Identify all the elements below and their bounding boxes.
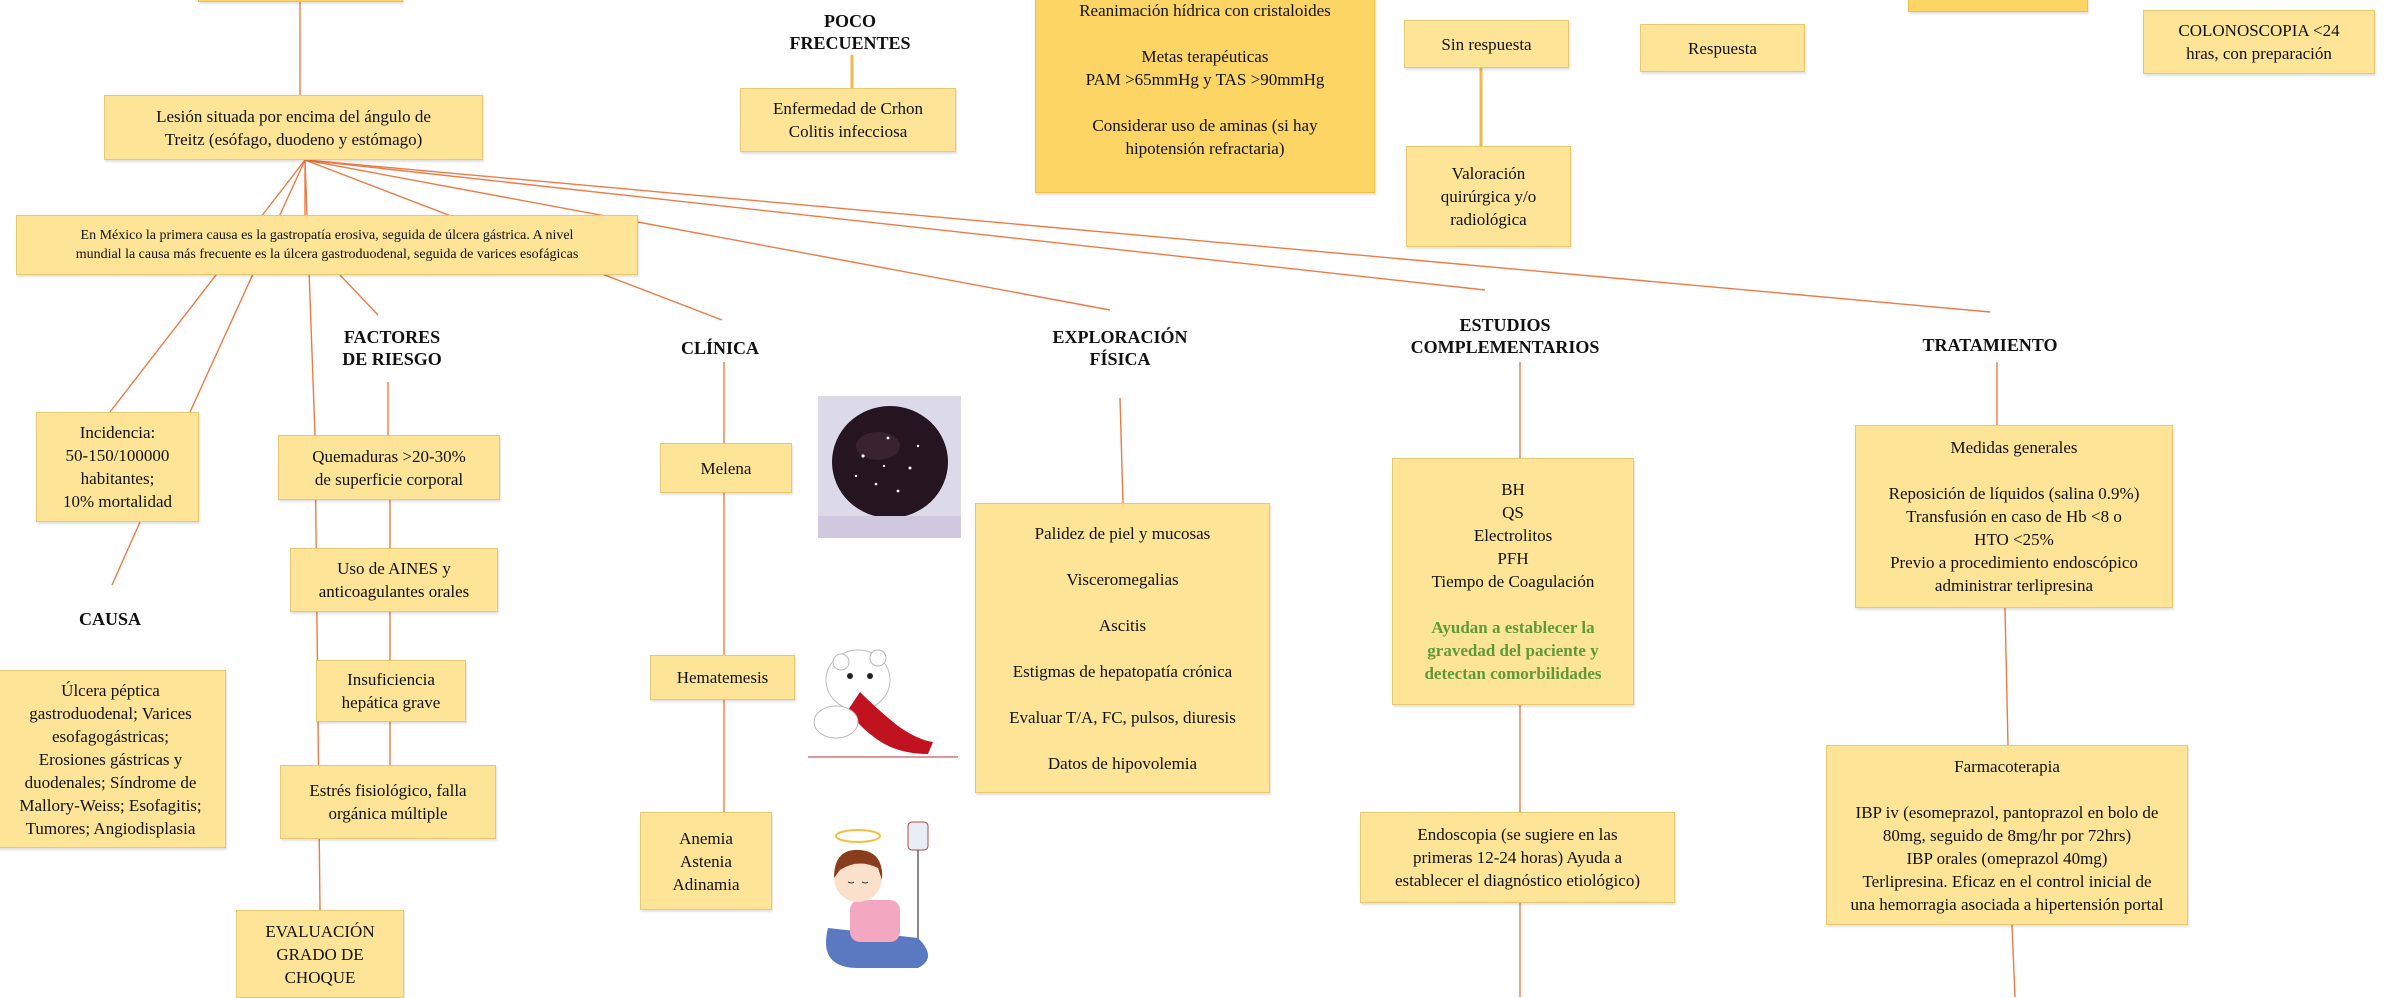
estudios-heading: ESTUDIOS COMPLEMENTARIOS	[1410, 315, 1600, 357]
melena-box: Melena	[660, 443, 792, 493]
incidencia-box: Incidencia: 50-150/100000 habitantes; 10…	[36, 412, 199, 522]
top-left-partial-box	[198, 0, 403, 2]
exploracion-heading: EXPLORACIÓN FÍSICA	[1052, 327, 1188, 369]
medidas-generales-box: Medidas generales Reposición de líquidos…	[1855, 425, 2173, 608]
colonoscopia-box: COLONOSCOPIA <24 hras, con preparación	[2143, 10, 2375, 74]
mexico-causas-box: En México la primera causa es la gastrop…	[16, 215, 638, 275]
exploracion-box: Palidez de piel y mucosas Visceromegalia…	[975, 503, 1270, 793]
clinica-heading: CLÍNICA	[680, 338, 759, 358]
hematemesis-box: Hematemesis	[650, 655, 795, 700]
estudios-labs-box: BH QS Electrolitos PFH Tiempo de Coagula…	[1392, 458, 1634, 705]
factor-quemaduras-box: Quemaduras >20-30% de superficie corpora…	[278, 435, 500, 500]
labs-note: Ayudan a establecer la gravedad del paci…	[1424, 618, 1602, 683]
reanimacion-box: Reanimación hídrica con cristaloides Met…	[1035, 0, 1375, 193]
top-right-partial-box	[1908, 0, 2088, 12]
melena-stool-image	[818, 396, 961, 538]
factores-riesgo-heading: FACTORES DE RIESGO	[342, 327, 442, 369]
factor-aines-box: Uso de AINES y anticoagulantes orales	[290, 548, 498, 612]
anemia-box: Anemia Astenia Adinamia	[640, 812, 772, 910]
hematemesis-image	[808, 630, 958, 760]
endoscopia-box: Endoscopia (se sugiere en las primeras 1…	[1360, 812, 1675, 903]
causa-heading: CAUSA	[78, 609, 141, 629]
poco-frecuentes-heading: POCO FRECUENTES	[789, 11, 911, 53]
tratamiento-heading: TRATAMIENTO	[1922, 335, 2058, 355]
respuesta-box: Respuesta	[1640, 24, 1805, 72]
labs-list: BH QS Electrolitos PFH Tiempo de Coagula…	[1431, 480, 1595, 591]
farmacoterapia-box: Farmacoterapia IBP iv (esomeprazol, pant…	[1826, 745, 2188, 925]
sin-respuesta-box: Sin respuesta	[1404, 20, 1569, 68]
lesion-treitz-box: Lesión situada por encima del ángulo de …	[104, 95, 483, 160]
factor-estres-box: Estrés fisiológico, falla orgánica múlti…	[280, 765, 496, 839]
evaluacion-choque-box: EVALUACIÓN GRADO DE CHOQUE	[236, 910, 404, 998]
crohn-colitis-box: Enfermedad de Crhon Colitis infecciosa	[740, 88, 956, 152]
anemia-fatigue-image	[788, 808, 964, 974]
factor-insuficiencia-hepatica-box: Insuficiencia hepática grave	[316, 660, 466, 722]
valoracion-quirurgica-box: Valoración quirúrgica y/o radiológica	[1406, 146, 1571, 247]
causa-box: Úlcera péptica gastroduodenal; Varices e…	[0, 670, 226, 848]
